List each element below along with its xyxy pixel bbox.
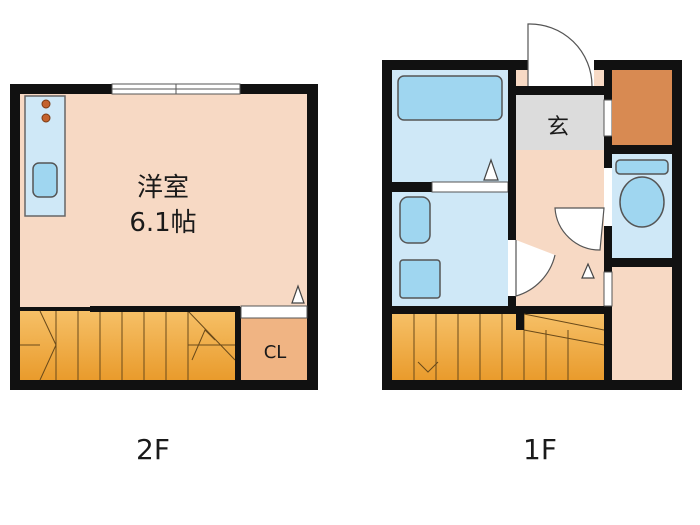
2f-stair-wall [90,306,240,312]
storage-door [603,99,613,137]
stove-burner-icon [41,113,51,123]
entrance [516,95,604,150]
toilet-bowl-icon [619,176,665,228]
bathtub-icon [397,75,503,121]
entrance-label: 玄 [547,115,569,140]
western-room-floor [20,94,307,307]
washing-machine-icon [399,259,441,299]
closet-divider-wall [235,311,241,380]
first-floor-plan: 玄 [382,23,682,390]
washroom-door [508,240,516,296]
washroom-door-swing [515,240,556,297]
1f-stair-treads [413,313,605,380]
entrance-top-wall [516,86,604,95]
bath-wash-wall [392,182,432,192]
1f-stair-wall [392,306,516,314]
storage-room [612,70,672,145]
door-indicator-icon [581,262,595,279]
bath-wash-door [431,181,509,193]
floor-caption-2f: 2F [136,433,170,466]
toilet-tank-icon [615,159,669,175]
toilet-wall-bottom [612,258,672,267]
door-indicator-icon [483,158,499,181]
front-door-swing [527,23,593,87]
stair-treads [20,310,236,381]
kitchen-sink-icon [32,162,58,198]
floor-caption-1f: 1F [523,433,557,466]
closet [241,318,307,380]
closet-label: CL [264,342,287,363]
toilet-wall-top [612,145,672,154]
toilet-door-opening [604,168,612,226]
1f-stair-wall-right [516,306,604,314]
1f-stair-step-wall [516,314,524,330]
closet-door [240,305,308,319]
room-size: 6.1帖 [129,208,196,238]
1f-room-lower-right [612,267,672,380]
second-floor-plan: 洋室 6.1帖 CL [10,83,318,390]
wet-area-wall [508,70,516,306]
room-name: 洋室 [137,173,189,203]
washbasin-icon [399,196,431,244]
lower-room-door [603,271,613,307]
stove-burner-icon [41,99,51,109]
door-indicator-icon [291,284,305,304]
toilet-door-swing [554,207,605,251]
1f-staircase [392,314,604,380]
